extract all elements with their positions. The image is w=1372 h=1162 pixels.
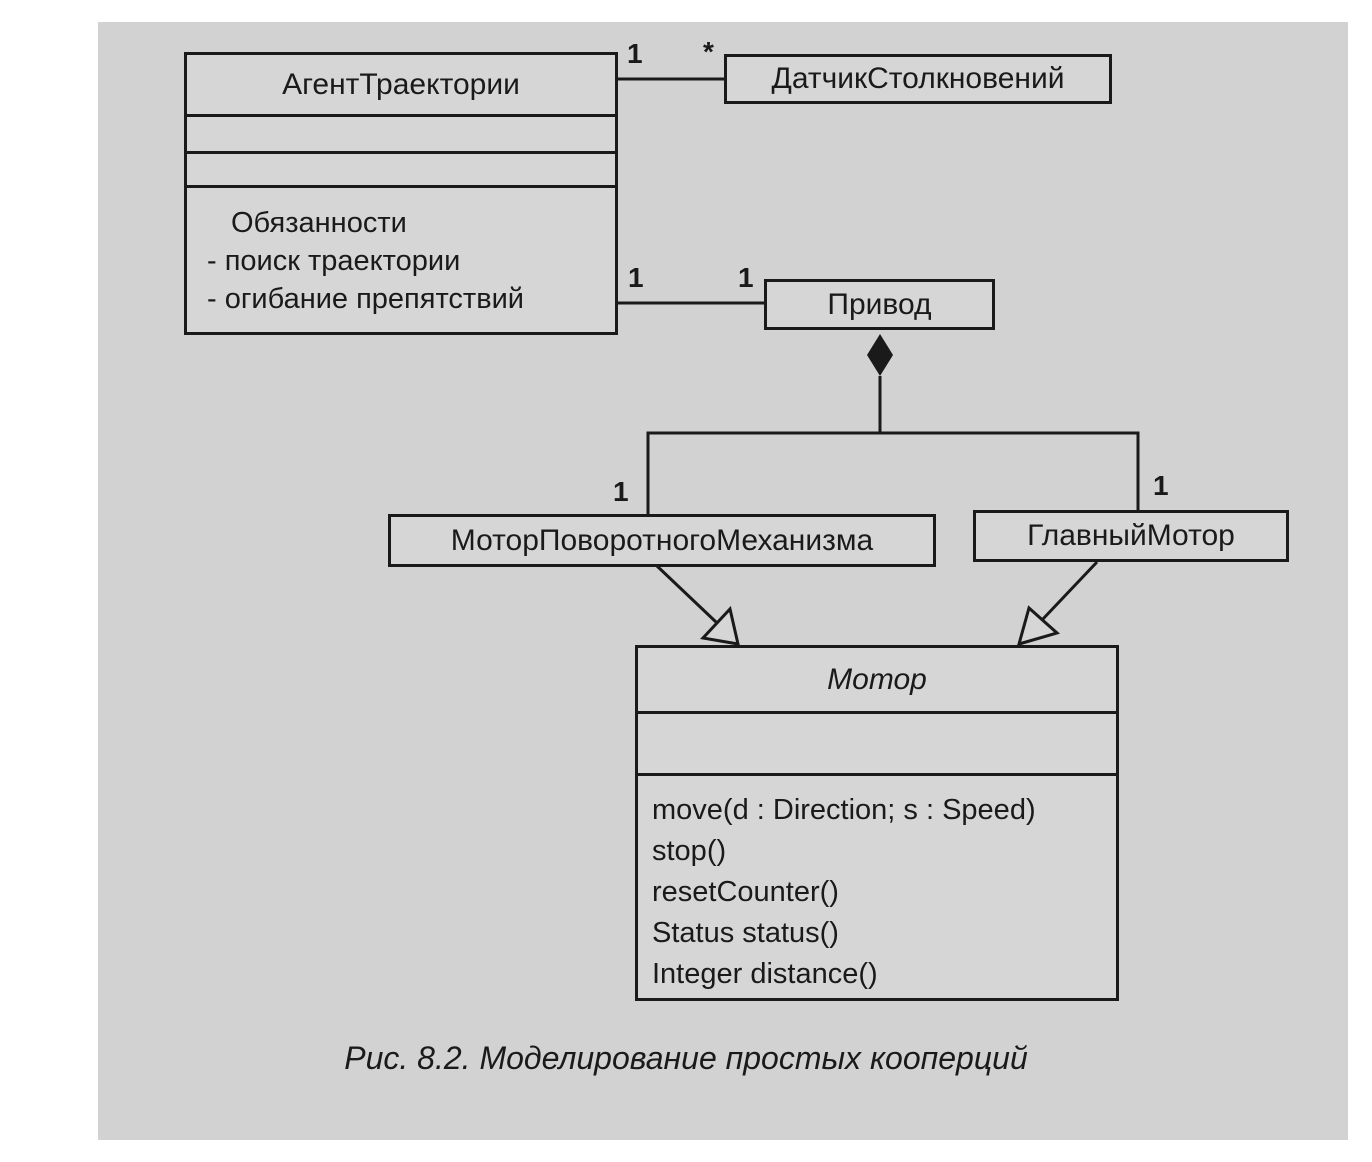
motor-class-name: Мотор [638, 648, 1116, 714]
motor-operation-distance: Integer distance() [652, 958, 878, 990]
steering-motor-class-box: МоторПоворотногоМеханизма [388, 514, 936, 567]
agent-responsibilities-title: Обязанности [231, 207, 407, 239]
agent-responsibility-item: - огибание препятствий [207, 283, 525, 315]
motor-operation-move: move(d : Direction; s : Speed) [652, 794, 1036, 826]
agent-attributes-compartment [187, 117, 615, 154]
generalization-main-line [1040, 560, 1099, 622]
generalization-main-arrow [1016, 605, 1061, 647]
figure-caption: Рис. 8.2. Моделирование простых кооперци… [344, 1040, 1028, 1076]
drive-class-name: Привод [827, 287, 932, 321]
agent-responsibilities-compartment: Обязанности - поиск траектории - огибани… [187, 188, 615, 318]
generalization-steering-arrow [700, 605, 740, 646]
motor-operation-status: Status status() [652, 917, 839, 949]
sensor-class-name: ДатчикСтолкновений [771, 62, 1065, 95]
sensor-class-box: ДатчикСтолкновений [724, 54, 1112, 104]
motor-operation-reset-counter: resetCounter() [652, 876, 839, 908]
multiplicity-agent-drive-agent: 1 [628, 262, 644, 293]
multiplicity-drive-main: 1 [1153, 470, 1169, 501]
drive-class-box: Привод [764, 279, 995, 330]
agent-operations-compartment [187, 154, 615, 188]
motor-class-box: Мотор move(d : Direction; s : Speed) sto… [635, 645, 1119, 1001]
agent-responsibility-item: - поиск траектории [207, 245, 461, 277]
agent-class-name: АгентТраектории [187, 55, 615, 117]
steering-motor-class-name: МоторПоворотногоМеханизма [450, 523, 874, 557]
multiplicity-agent-sensor-sensor: * [703, 36, 714, 67]
motor-operation-stop: stop() [652, 835, 727, 867]
multiplicity-drive-steering: 1 [613, 476, 629, 507]
main-motor-class-name: ГлавныйМотор [1027, 519, 1235, 552]
composition-branches [646, 431, 1140, 514]
composition-diamond [867, 334, 893, 376]
main-motor-class-box: ГлавныйМотор [973, 510, 1289, 562]
agent-class-box: АгентТраектории Обязанности - поиск трае… [184, 52, 618, 335]
multiplicity-agent-drive-drive: 1 [738, 262, 754, 293]
multiplicity-agent-sensor-agent: 1 [627, 38, 643, 69]
motor-operations-compartment: move(d : Direction; s : Speed) stop() re… [638, 776, 1116, 995]
generalization-steering-line [655, 564, 718, 624]
motor-attributes-compartment [638, 714, 1116, 776]
